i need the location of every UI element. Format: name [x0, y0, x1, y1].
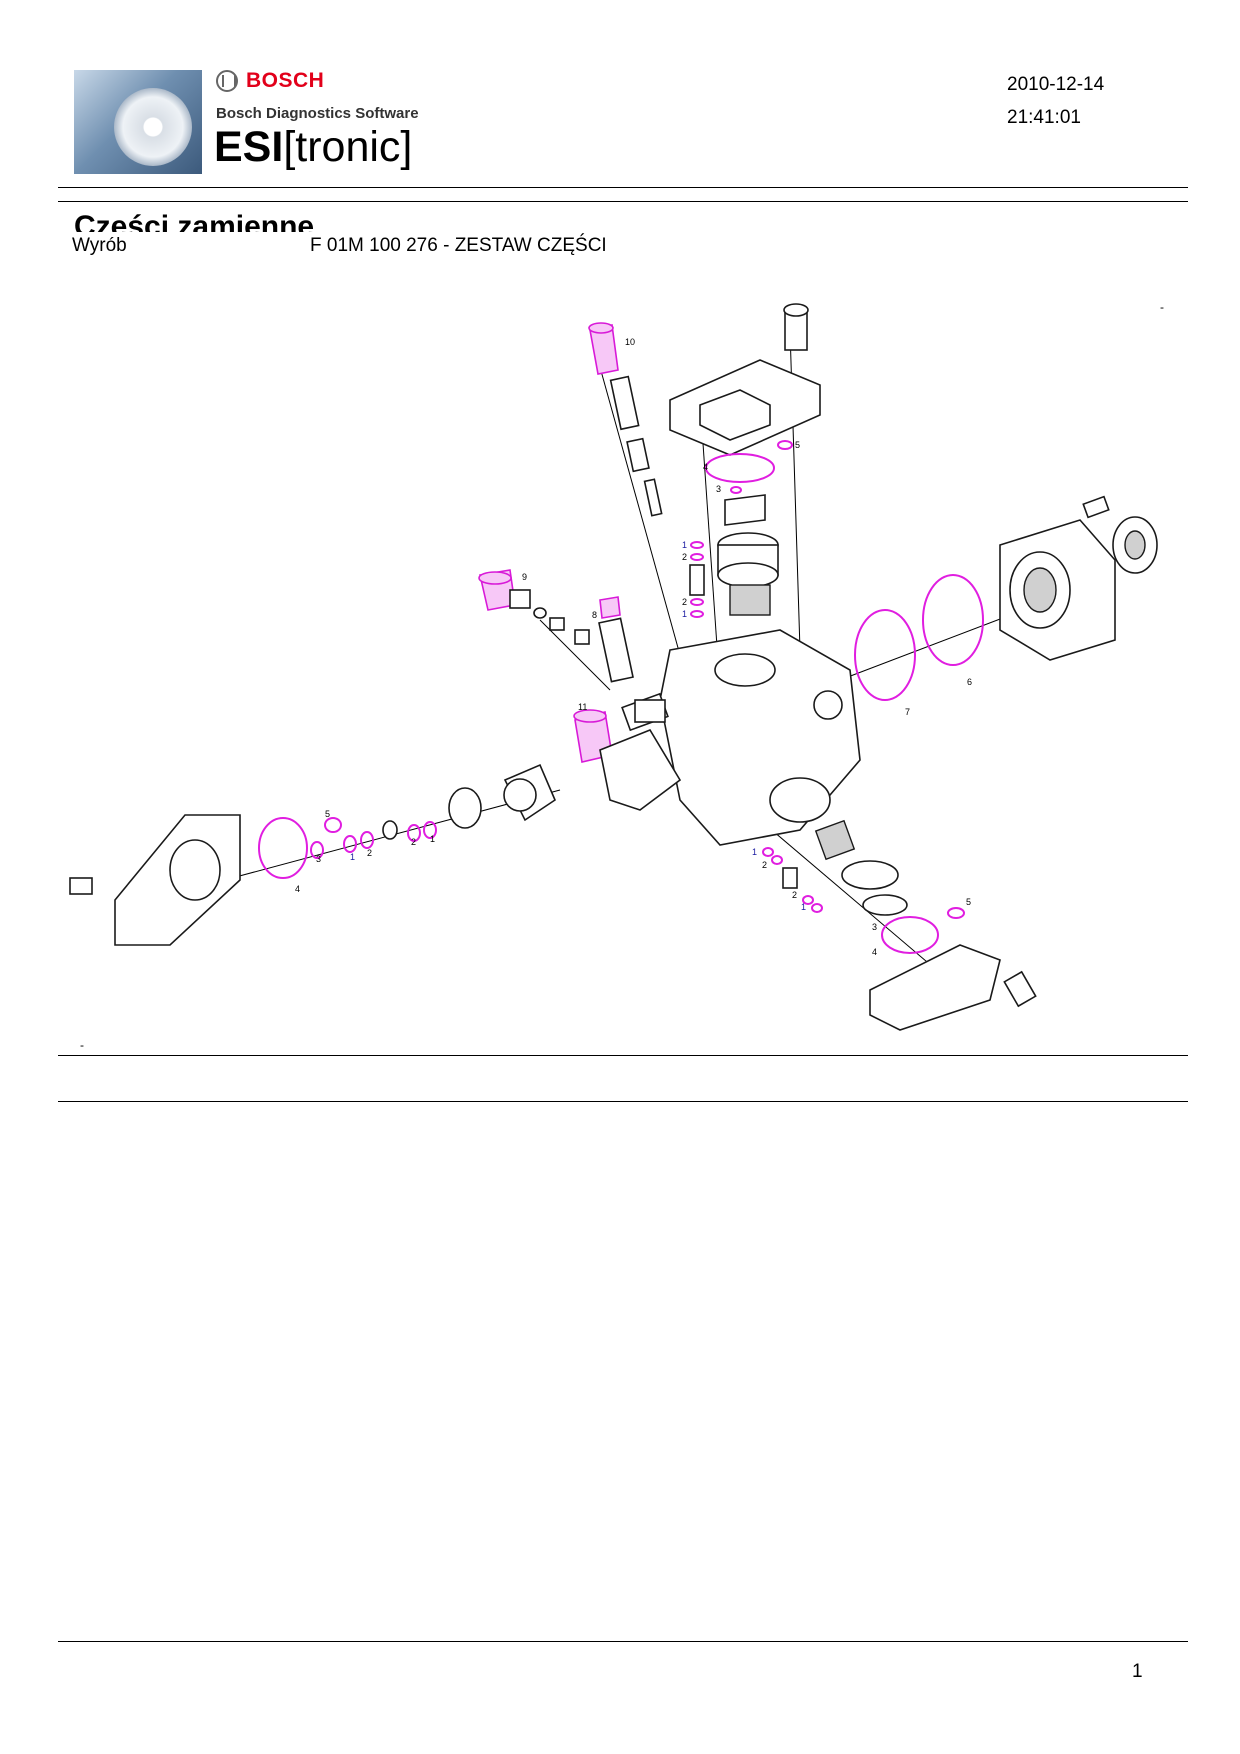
- callout: 4: [295, 884, 300, 894]
- callout: 1: [350, 852, 355, 862]
- diagram-note-bottom: -: [80, 1038, 84, 1052]
- software-name: Bosch Diagnostics Software: [216, 105, 419, 122]
- right-flange-part: [854, 495, 1158, 701]
- print-date: 2010-12-14: [1007, 74, 1105, 95]
- callout: 5: [325, 809, 330, 819]
- print-time: 21:41:01: [1007, 107, 1081, 128]
- callout: 3: [872, 922, 877, 932]
- side-valve-9-8: [478, 569, 634, 683]
- valve-stack-10: [588, 322, 663, 517]
- section-title: Części zamienne: [74, 210, 315, 232]
- cd-disc-icon: [114, 88, 192, 166]
- diagram-rule-2: [58, 1101, 1188, 1102]
- top-cover-part: [669, 303, 821, 456]
- upper-seal-rings: [690, 440, 793, 618]
- diagram-note-top: -: [1160, 300, 1164, 314]
- callout: 4: [703, 462, 708, 472]
- callout: 2: [682, 552, 687, 562]
- footer-rule: [58, 1641, 1188, 1642]
- header-rule-1: [58, 187, 1188, 188]
- pump-housing: [621, 629, 861, 846]
- callout: 2: [762, 860, 767, 870]
- callout: 10: [625, 337, 635, 347]
- callout: 2: [792, 890, 797, 900]
- software-box-image: [74, 70, 202, 174]
- callout: 1: [801, 902, 806, 912]
- callout: 2: [411, 837, 416, 847]
- callout: 3: [716, 484, 721, 494]
- callout: 6: [967, 677, 972, 687]
- callout: 9: [522, 572, 527, 582]
- product-value: F 01M 100 276 - ZESTAW CZĘŚCI: [310, 235, 607, 256]
- callout: 11: [578, 702, 587, 712]
- product-logo-rest: [tronic]: [283, 123, 413, 171]
- callout: 1: [752, 847, 757, 857]
- callout: 2: [682, 597, 687, 607]
- callout: 4: [872, 947, 877, 957]
- bosch-armature-icon: [216, 70, 238, 92]
- diagram-rule-1: [58, 1055, 1188, 1056]
- left-pump-assembly: [69, 763, 556, 946]
- callout: 1: [682, 540, 687, 550]
- product-logo-bold: ESI: [214, 123, 284, 171]
- lower-pump-assembly: [762, 819, 1037, 1031]
- diagram-callouts: 10 4 5 3 1 2 2 1 9 8 11 7 6 5 3 1 2 2 1 …: [295, 337, 972, 957]
- header-rule-2: [58, 201, 1188, 202]
- callout: 3: [316, 854, 321, 864]
- upper-pump-element: [689, 494, 779, 616]
- callout: 7: [905, 707, 910, 717]
- callout: 5: [795, 440, 800, 450]
- callout: 1: [682, 609, 687, 619]
- callout: 8: [592, 610, 597, 620]
- brand-name: BOSCH: [246, 69, 325, 92]
- callout: 2: [367, 848, 372, 858]
- product-label: Wyrób: [72, 235, 127, 256]
- callout: 1: [430, 834, 435, 844]
- product-logo: ESI[tronic]: [214, 126, 412, 169]
- page-number: 1: [1132, 1661, 1143, 1682]
- callout: 5: [966, 897, 971, 907]
- exploded-parts-diagram: 10 4 5 3 1 2 2 1 9 8 11 7 6 5 3 1 2 2 1 …: [69, 303, 1158, 1031]
- sensor-and-cap-11: [573, 699, 682, 811]
